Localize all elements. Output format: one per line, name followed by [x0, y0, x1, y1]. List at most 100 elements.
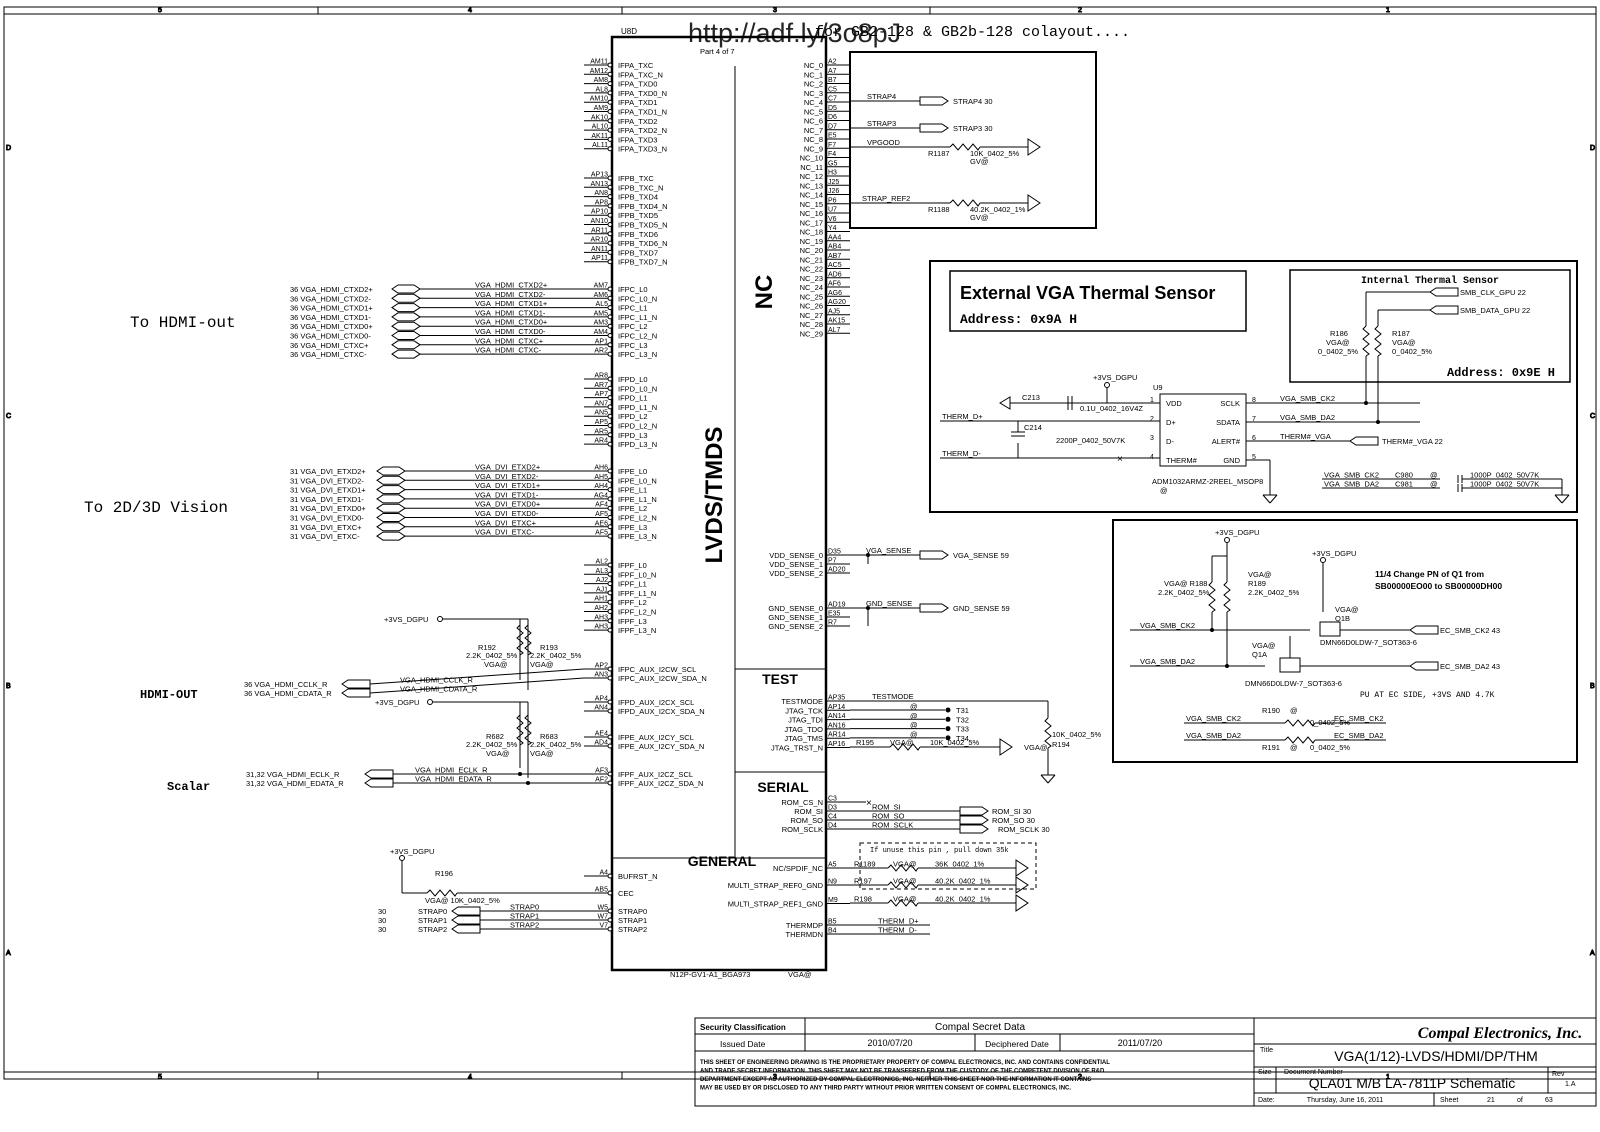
pin-name: NC_10 — [800, 154, 823, 163]
pin-number: AR11 — [591, 227, 608, 234]
net-label: 36 VGA_HDMI_CTXC+ — [290, 341, 369, 350]
pin-bubble — [607, 385, 613, 391]
pin-number: AN10 — [590, 218, 608, 225]
pin-bubble — [607, 286, 613, 292]
offpage-port — [959, 824, 989, 834]
pin-bubble — [607, 240, 613, 246]
net-label: 31 VGA_DVI_ETXC- — [290, 532, 360, 541]
pin-bubble — [607, 342, 613, 348]
pin-name: NC_13 — [800, 181, 823, 190]
pin-bubble — [607, 627, 613, 633]
wire-label: VGA_HDMI_CTXD0+ — [475, 318, 548, 327]
scalar-label: Scalar — [167, 780, 210, 794]
pin-name: IFPE_L3_N — [618, 532, 657, 541]
grid-letter-right: A — [1590, 950, 1595, 957]
pin-number: AM4 — [594, 329, 609, 336]
r682-resistor — [516, 714, 524, 746]
wire-label: VGA_HDMI_CDATA_R — [400, 685, 478, 694]
pin-name: IFPF_L3_N — [618, 626, 656, 635]
res-value: 2.2K_0402_5% — [530, 651, 582, 660]
pin-name: NC_26 — [800, 302, 823, 311]
net-label: 31 VGA_DVI_ETXD2+ — [290, 467, 366, 476]
grid-number-top: 5 — [158, 7, 162, 14]
grid-letter-right: D — [1590, 145, 1595, 152]
pin-bubble — [607, 71, 613, 77]
pin-bubble — [607, 62, 613, 68]
outer-frame — [3, 6, 1597, 1080]
net-label: 36 VGA_HDMI_CTXD2+ — [290, 285, 373, 294]
wire-label: THERM#_VGA — [1280, 432, 1331, 441]
tb-company: Compal Electronics, Inc. — [1418, 1025, 1582, 1042]
wire-label: VGA_DVI_ETXC- — [475, 528, 535, 537]
pin-name: STRAP0 — [618, 907, 647, 916]
pin-bubble — [607, 496, 613, 502]
r1187-resistor — [949, 143, 981, 151]
tb-security-value: Compal Secret Data — [935, 1022, 1025, 1033]
res-option: GV@ — [970, 213, 988, 222]
wire-label: EC_SMB_CK2 — [1334, 714, 1384, 723]
pin-name: NC_20 — [800, 246, 823, 255]
pin-bubble — [607, 376, 613, 382]
pin-name: IFPA_TXC_N — [618, 70, 663, 79]
pin-number: AN13 — [590, 181, 608, 188]
wire-label: TESTMODE — [872, 692, 914, 701]
net-label: 36 VGA_HDMI_CTXD0- — [290, 332, 371, 341]
res-option: GV@ — [970, 157, 988, 166]
wire-label: THERM_D+ — [942, 412, 983, 421]
test-point-label: T33 — [956, 725, 969, 734]
ground-bar — [1554, 494, 1563, 504]
bidir-port — [376, 466, 406, 476]
res-option: VGA@ — [893, 877, 916, 886]
change-note: SB00000EO00 to SB00000DH00 — [1375, 581, 1502, 591]
wire — [369, 677, 585, 694]
pin-bubble — [607, 295, 613, 301]
pin-bubble — [607, 413, 613, 419]
pin-bubble — [607, 571, 613, 577]
wire-label: VGA_HDMI_CCLK_R — [400, 676, 474, 685]
cap-ref: C213 — [1022, 393, 1040, 402]
pin-number: AP8 — [595, 199, 608, 206]
grid-letter-right: B — [1590, 683, 1595, 690]
pin-bubble — [607, 305, 613, 311]
chip-section-lvds: LVDS/TMDS — [701, 427, 728, 564]
wire-label: THERM_D- — [942, 449, 981, 458]
pin-number: AR10 — [590, 237, 608, 244]
tb-legal-line: MAY BE USED BY OR DISCLOSED TO ANY THIRD… — [700, 1086, 1071, 1092]
pin-bubble — [607, 146, 613, 152]
pin-number: AK15 — [828, 318, 845, 325]
pin-name: IFPE_AUX_I2CY_SDA_N — [618, 742, 704, 751]
bidir-port — [391, 284, 421, 294]
junction-dot — [1225, 664, 1229, 668]
cap-option: @ — [1430, 480, 1438, 489]
bidir-port — [391, 312, 421, 322]
res-option: VGA@ — [893, 895, 916, 904]
pin-bubble — [607, 599, 613, 605]
pin-bubble — [607, 395, 613, 401]
chip-package: N12P-GV1-A1_BGA973 — [670, 970, 750, 979]
ground-bar — [1561, 494, 1570, 504]
r187-resistor — [1374, 325, 1382, 357]
net-label: 31 VGA_DVI_ETXD2- — [290, 476, 364, 485]
res-value: 10K_0402_5% — [930, 738, 980, 747]
pin-name: IFPC_L3 — [618, 341, 648, 350]
pin-bubble — [607, 81, 613, 87]
wire-label: VGA_DVI_ETXD1- — [475, 490, 539, 499]
pin-name: IFPE_AUX_I2CY_SCL — [618, 733, 694, 742]
pin-number: B5 — [828, 919, 837, 926]
bidir-port — [376, 485, 406, 495]
no-connect-mark: × — [1117, 454, 1123, 465]
pin-number: AP16 — [828, 741, 845, 748]
res-ref: R195 — [856, 738, 874, 747]
pin-name: IFPD_AUX_I2CX_SDA_N — [618, 707, 705, 716]
offpage-port — [1429, 287, 1459, 297]
pin-name: IFPC_L3_N — [618, 350, 657, 359]
ground-arrow — [999, 396, 1011, 410]
cap-value: 1000P_0402_50V7K — [1470, 471, 1539, 480]
pin-name: IFPC_L1 — [618, 304, 648, 313]
pin-name: NC/SPDIF_NC — [773, 864, 824, 873]
test-point — [945, 726, 951, 732]
pin-number: AM5 — [594, 310, 609, 317]
pin-name: IFPB_TXD5_N — [618, 221, 668, 230]
pin-number: AP5 — [595, 419, 608, 426]
